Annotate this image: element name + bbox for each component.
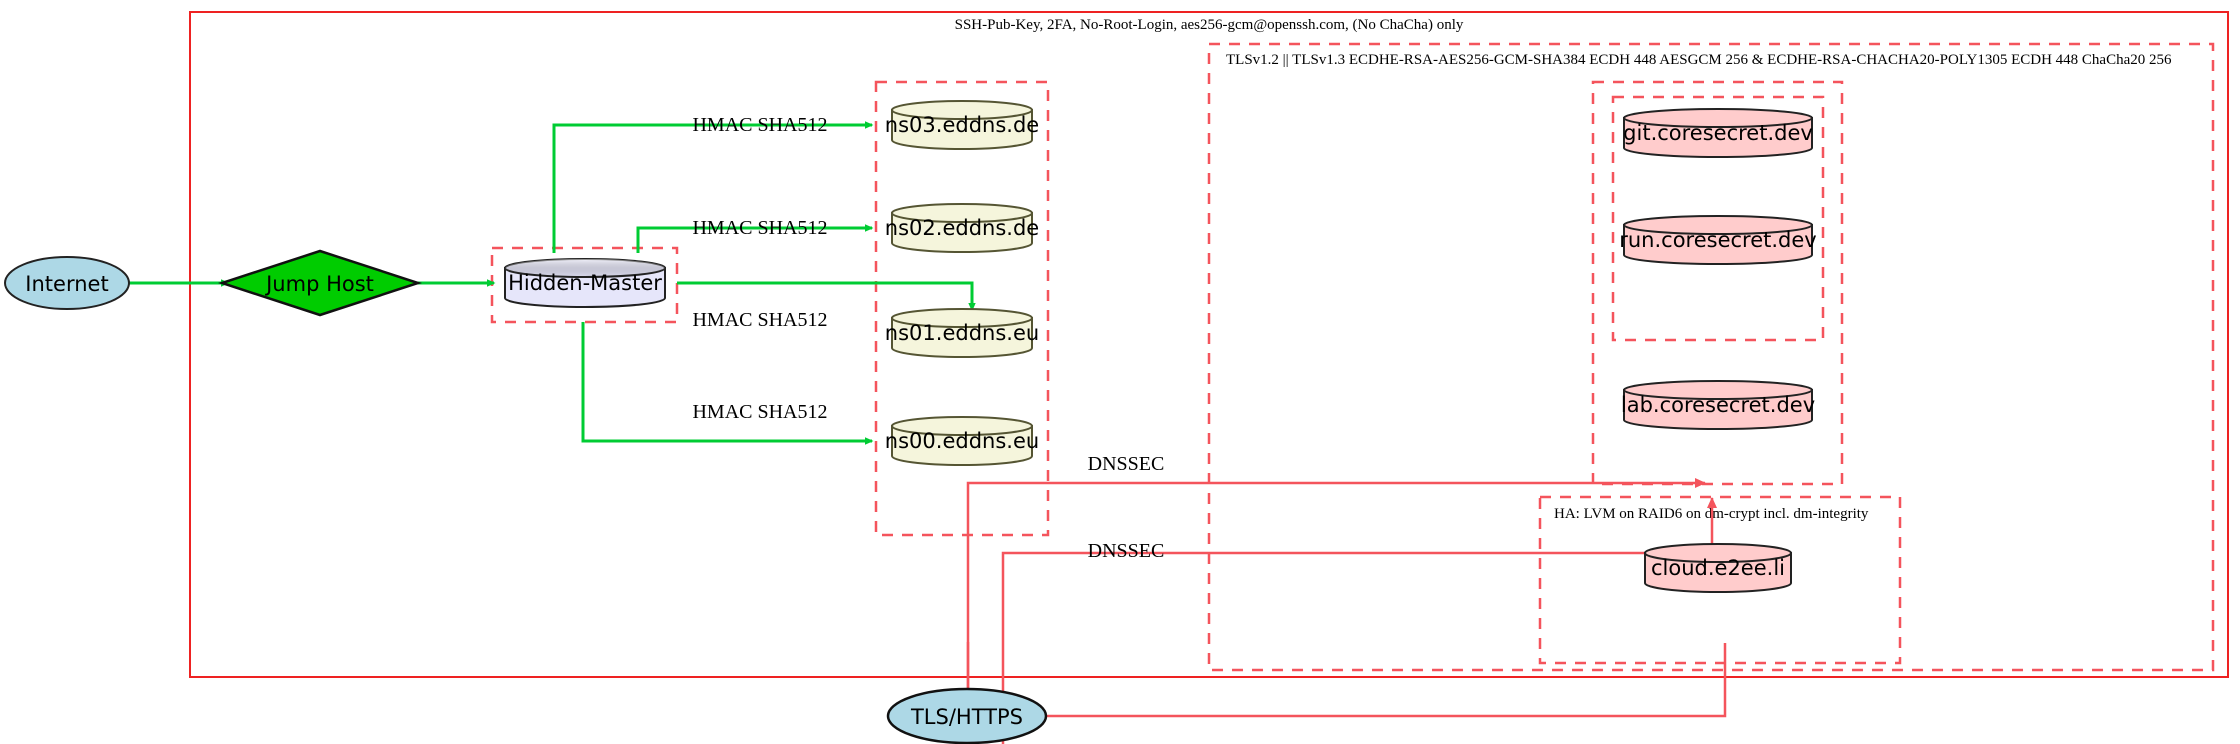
node-run-coresecret-label: run.coresecret.dev [1619, 228, 1817, 252]
ha-boundary-box [1538, 495, 1902, 665]
edge-label-hmac-ns03: HMAC SHA512 [692, 114, 827, 136]
node-internet[interactable]: Internet [4, 256, 130, 310]
edge-label-hmac-ns01: HMAC SHA512 [692, 309, 827, 331]
edge-label-hmac-ns02: HMAC SHA512 [692, 217, 827, 239]
node-jump-host[interactable]: Jump Host [217, 249, 423, 317]
node-git-coresecret-label: git.coresecret.dev [1623, 121, 1813, 145]
node-ns01[interactable]: ns01.eddns.eu [885, 308, 1039, 358]
edge-hiddenmaster-to-ns01 [677, 281, 976, 312]
node-hidden-master-label: Hidden-Master [508, 271, 662, 295]
node-ns01-label: ns01.eddns.eu [885, 321, 1039, 345]
tls-boundary-label: TLSv1.2 || TLSv1.3 ECDHE-RSA-AES256-GCM-… [1226, 52, 2172, 68]
services-cluster-box [1591, 80, 1844, 486]
node-tls-https[interactable]: TLS/HTTPS [886, 687, 1048, 744]
edge-label-hmac-ns00: HMAC SHA512 [692, 401, 827, 423]
node-internet-label: Internet [25, 272, 108, 296]
edge-dnssec-lower [1001, 497, 1717, 744]
edge-label-dnssec-lower: DNSSEC [1088, 540, 1165, 562]
node-cloud-e2ee-label: cloud.e2ee.li [1651, 556, 1785, 580]
node-cloud-e2ee[interactable]: cloud.e2ee.li [1644, 543, 1792, 593]
node-ns03-label: ns03.eddns.de [885, 113, 1039, 137]
ssh-boundary-label: SSH-Pub-Key, 2FA, No-Root-Login, aes256-… [955, 17, 1464, 33]
tls-boundary-box [1207, 42, 2215, 672]
node-lab-coresecret[interactable]: lab.coresecret.dev [1621, 380, 1815, 430]
node-ns03[interactable]: ns03.eddns.de [885, 100, 1039, 150]
node-jump-host-label: Jump Host [264, 272, 374, 296]
node-git-coresecret[interactable]: git.coresecret.dev [1623, 108, 1813, 158]
edge-label-dnssec-upper: DNSSEC [1088, 453, 1165, 475]
node-ns02[interactable]: ns02.eddns.de [885, 203, 1039, 253]
node-run-coresecret[interactable]: run.coresecret.dev [1619, 215, 1817, 265]
node-ns00[interactable]: ns00.eddns.eu [885, 416, 1039, 466]
dns-cluster-box [874, 80, 1050, 537]
node-hidden-master[interactable]: Hidden-Master [504, 258, 666, 308]
edge-hiddenmaster-to-ns00 [581, 322, 874, 445]
edge-dnssec-upper [966, 478, 1706, 744]
ssh-boundary-box [189, 11, 2229, 678]
node-lab-coresecret-label: lab.coresecret.dev [1621, 393, 1815, 417]
node-tls-https-label: TLS/HTTPS [910, 705, 1023, 729]
edge-hiddenmaster-to-ns02 [636, 224, 874, 253]
node-ns00-label: ns00.eddns.eu [885, 429, 1039, 453]
services-subcluster-box [1611, 95, 1825, 342]
edge-hiddenmaster-to-ns03 [552, 121, 874, 253]
node-ns02-label: ns02.eddns.de [885, 216, 1039, 240]
edge-tlshttps-right [1046, 643, 1727, 718]
